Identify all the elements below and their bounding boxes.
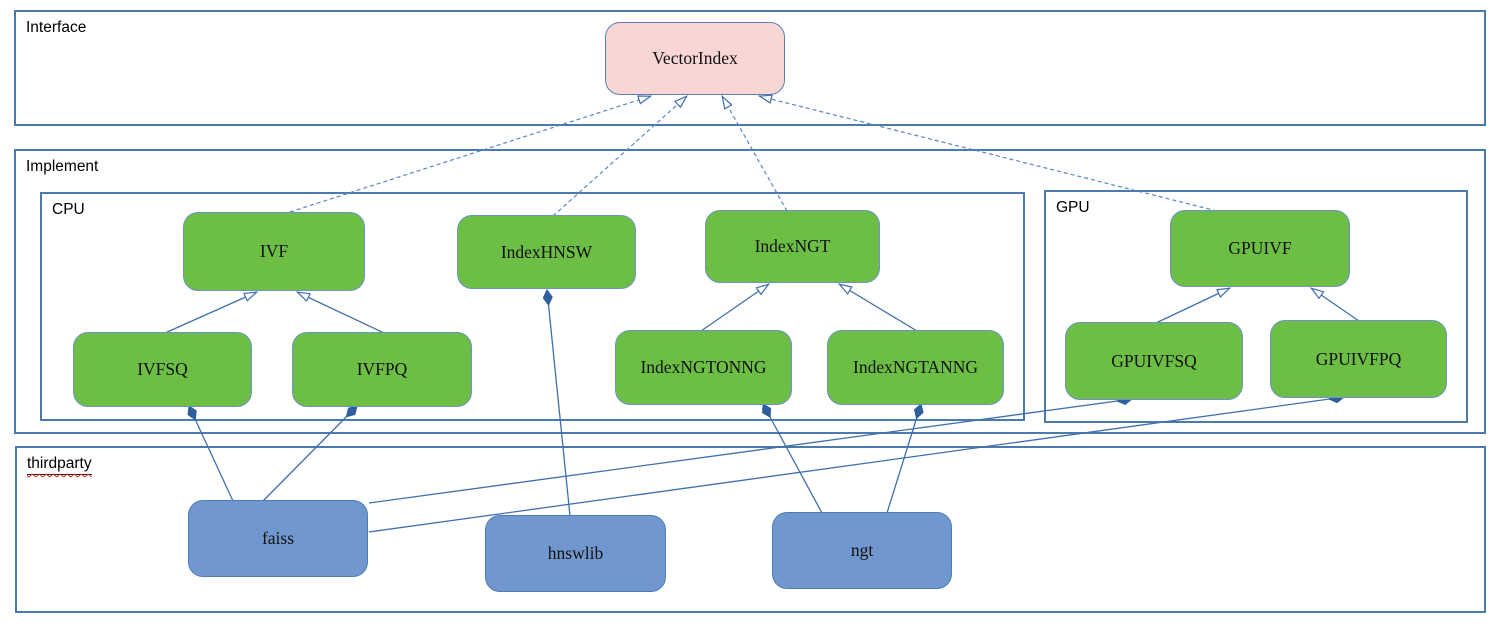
node-ivfsq[interactable]: IVFSQ [73,332,252,407]
node-label-ivfpq: IVFPQ [356,359,408,379]
container-implement[interactable]: Implement [14,149,1486,434]
node-gpuivfsq[interactable]: GPUIVFSQ [1065,322,1243,400]
container-thirdparty[interactable]: thirdparty [15,446,1486,613]
container-cpu[interactable]: CPU [40,192,1025,421]
edge-composition-faiss-to-ivfsq[interactable] [189,406,234,502]
edge-realization-ivf-to-vectorindex[interactable] [289,95,653,213]
edge-generalization-indexngtanng-to-indexngt[interactable] [837,283,918,332]
container-label-implement: Implement [26,158,99,175]
node-label-gpuivf: GPUIVF [1228,238,1292,258]
edge-composition-hnswlib-to-indexhnsw[interactable] [547,290,571,517]
edge-generalization-gpuivfpq-to-gpuivf[interactable] [1309,287,1360,322]
edge-realization-gpuivf-to-vectorindex[interactable] [757,94,1218,212]
container-interface[interactable]: Interface [14,10,1486,126]
node-gpuivf[interactable]: GPUIVF [1170,210,1350,287]
node-label-indexngtanng: IndexNGTANNG [853,357,978,377]
node-gpuivfpq[interactable]: GPUIVFPQ [1270,320,1447,398]
node-ivf[interactable]: IVF [183,212,365,291]
node-label-faiss: faiss [261,528,295,548]
node-indexngt[interactable]: IndexNGT [705,210,880,283]
edge-generalization-indexngtonng-to-indexngt[interactable] [700,283,771,332]
node-label-vectorindex: VectorIndex [652,48,738,68]
node-label-indexhnsw: IndexHNSW [500,241,593,262]
edge-realization-indexhnsw-to-vectorindex[interactable] [552,95,689,217]
node-label-ivfsq: IVFSQ [137,359,188,379]
container-gpu[interactable]: GPU [1044,190,1468,423]
node-ivfpq[interactable]: IVFPQ [292,332,472,407]
node-label-ivf: IVF [259,241,289,261]
container-label-gpu: GPU [1056,199,1090,216]
node-label-gpuivfsq: GPUIVFSQ [1111,350,1197,371]
node-indexngtonng[interactable]: IndexNGTONNG [615,330,792,405]
edge-generalization-ivfsq-to-ivf[interactable] [164,291,259,334]
node-label-indexngt: IndexNGT [754,236,831,256]
container-label-cpu: CPU [52,201,85,218]
node-indexhnsw[interactable]: IndexHNSW [457,215,636,289]
node-indexngtanng[interactable]: IndexNGTANNG [827,330,1004,405]
node-label-gpuivfpq: GPUIVFPQ [1315,348,1402,369]
edge-composition-faiss-to-ivfpq[interactable] [262,406,357,502]
edge-realization-indexngt-to-vectorindex[interactable] [721,94,788,212]
edge-generalization-ivfpq-to-ivf[interactable] [295,291,385,334]
edge-composition-faiss-to-gpuivfpq[interactable] [368,397,1344,533]
edge-generalization-gpuivfsq-to-gpuivf[interactable] [1155,287,1232,324]
node-label-ngt: ngt [850,540,874,560]
node-label-hnswlib: hnswlib [547,543,604,563]
container-label-interface: Interface [26,19,87,36]
container-label-thirdparty: thirdparty [27,455,92,475]
node-hnswlib[interactable]: hnswlib [485,515,666,592]
node-label-indexngtonng: IndexNGTONNG [640,357,767,377]
node-faiss[interactable]: faiss [188,500,368,577]
node-vectorindex[interactable]: VectorIndex [605,22,785,95]
edge-composition-ngt-to-indexngtonng[interactable] [763,404,823,514]
edge-composition-faiss-to-gpuivfsq[interactable] [368,399,1132,504]
node-ngt[interactable]: ngt [772,512,952,589]
